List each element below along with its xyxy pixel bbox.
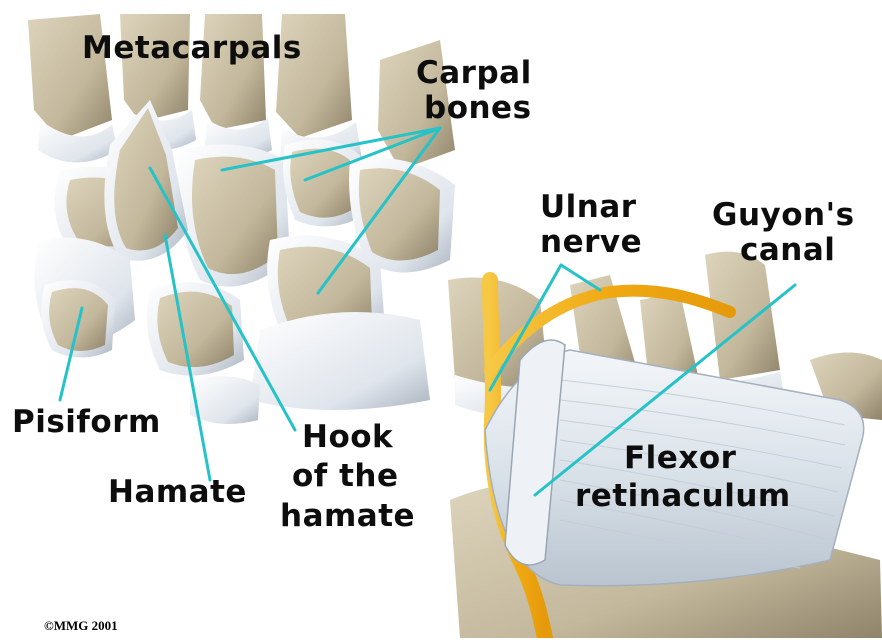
- label-carpal-bones-line2: bones: [424, 90, 532, 126]
- label-flexor-line2: retinaculum: [575, 478, 791, 514]
- label-guyons-canal-line1: Guyon's: [712, 197, 855, 233]
- label-carpal-bones-line1: Carpal: [416, 55, 532, 91]
- left-panel-bones: [28, 14, 455, 424]
- label-pisiform: Pisiform: [12, 404, 161, 440]
- copyright-notice: ©MMG 2001: [44, 618, 118, 633]
- label-flexor-line1: Flexor: [624, 440, 737, 476]
- label-hook-line2: of the: [292, 458, 399, 494]
- label-guyons-canal-line2: canal: [740, 232, 835, 268]
- label-hook-line1: Hook: [302, 419, 394, 455]
- label-hamate: Hamate: [108, 474, 247, 510]
- label-metacarpals: Metacarpals: [82, 30, 302, 66]
- label-ulnar-nerve-line2: nerve: [540, 224, 642, 260]
- label-ulnar-nerve-line1: Ulnar: [540, 189, 637, 225]
- label-hook-line3: hamate: [280, 498, 415, 534]
